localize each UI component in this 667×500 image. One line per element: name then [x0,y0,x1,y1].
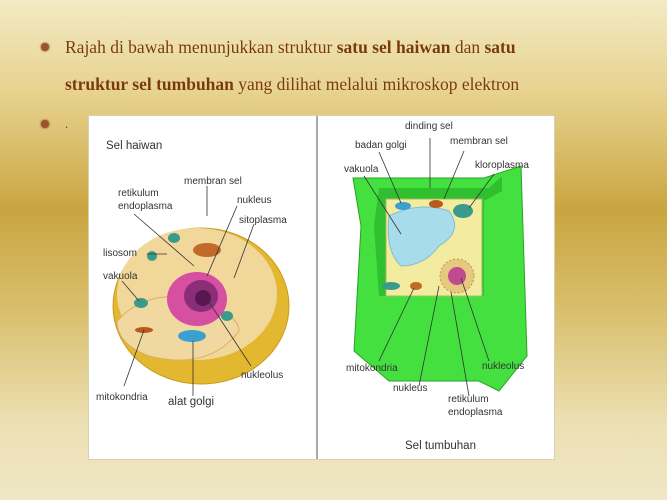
label-nukleus: nukleus [237,195,272,206]
animal-leader-lines [121,186,255,396]
label-sitoplasma: sitoplasma [239,215,287,226]
label-nukleolus-plant: nukleolus [482,361,525,372]
label-retikulum-plant: retikulum [448,394,489,405]
text-run-bold: satu sel haiwan [336,37,451,57]
label-retikulum: retikulum [118,188,159,199]
label-vakuola-plant: vakuola [344,164,379,175]
text-run-bold: satu [484,37,516,57]
label-nukleus-plant: nukleus [393,383,428,394]
label-dinding-sel: dinding sel [405,121,453,132]
label-vakuola: vakuola [103,271,138,282]
label-membran-sel: membran sel [184,176,242,187]
intro-line-2: struktur sel tumbuhan yang dilihat melal… [65,74,519,95]
label-endoplasma-plant: endoplasma [448,407,503,418]
cell-illustrations [112,116,528,459]
intro-line-1: Rajah di bawah menunjukkan struktur satu… [65,37,516,58]
cell-diagram-figure: Sel haiwan membran sel retikulum endopla… [88,115,555,460]
animal-cell-title: Sel haiwan [106,140,163,152]
text-run-bold: struktur sel tumbuhan [65,74,234,94]
text-run: dan [450,37,485,57]
plant-cell-title: Sel tumbuhan [405,440,476,452]
text-run: yang dilihat melalui mikroskop elektron [233,74,520,94]
label-badan-golgi: badan golgi [355,140,407,151]
label-lisosom: lisosom [103,248,137,259]
bullet-icon [41,43,49,51]
label-mitokondria-plant: mitokondria [346,363,398,374]
label-mitokondria: mitokondria [96,392,148,403]
label-nukleolus: nukleolus [241,370,284,381]
label-alat-golgi: alat golgi [168,396,215,408]
label-membran-sel-plant: membran sel [450,136,508,147]
bullet-icon [41,120,49,128]
label-endoplasma: endoplasma [118,201,173,212]
bullet-2-text: . [65,116,69,131]
animal-cell-drawing [112,227,290,385]
plant-leader-lines [363,138,495,397]
label-kloroplasma: kloroplasma [475,160,529,171]
text-run: Rajah di bawah menunjukkan struktur [65,37,337,57]
